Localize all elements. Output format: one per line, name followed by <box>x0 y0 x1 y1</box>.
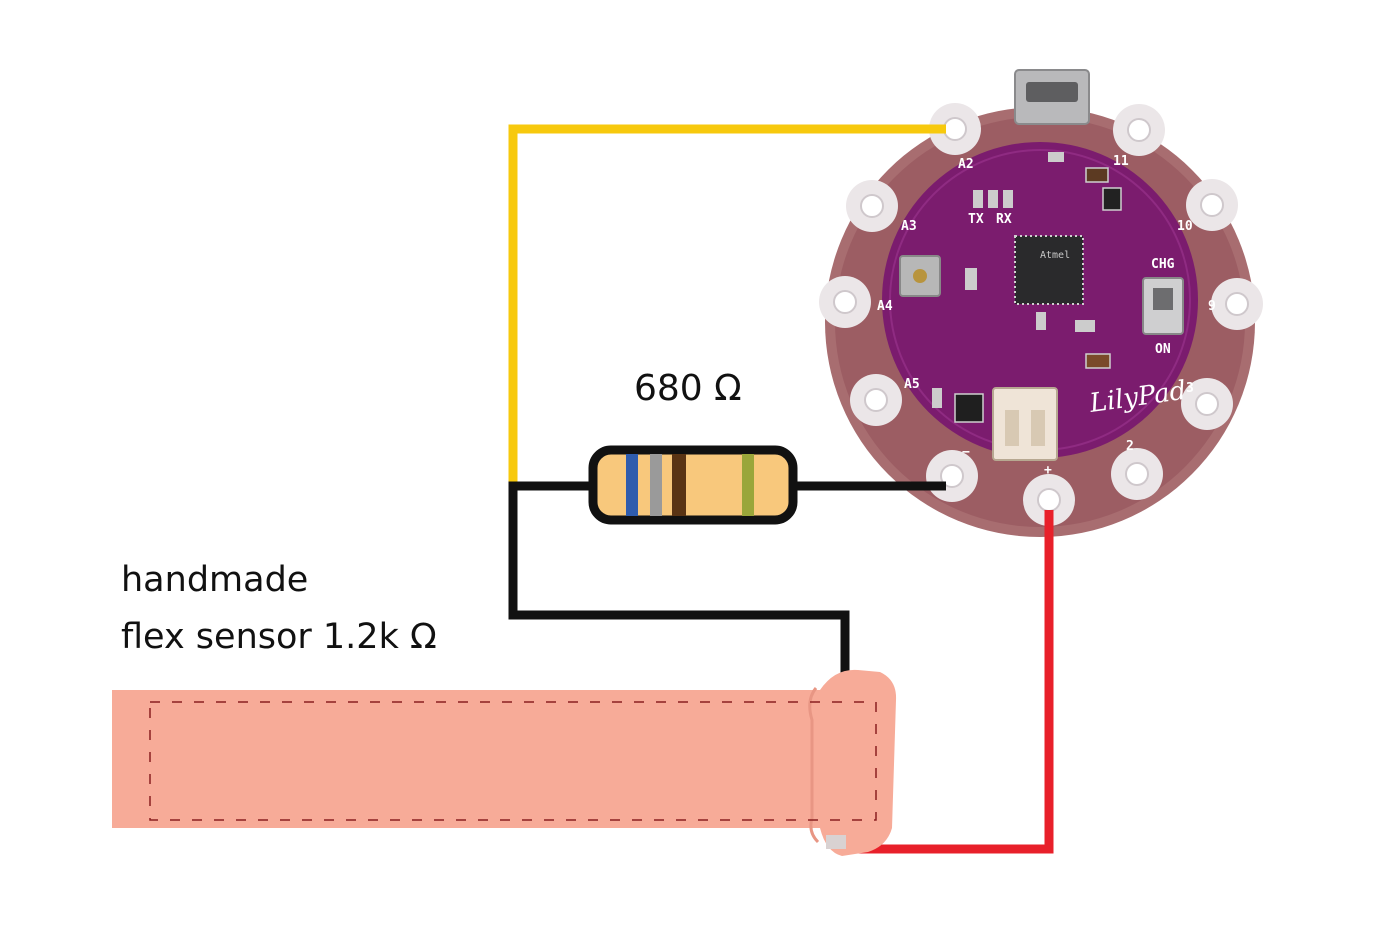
smd-components <box>932 152 1122 423</box>
pin-label-a5: A5 <box>904 377 920 392</box>
petal-10 <box>1186 179 1238 231</box>
power-wire-red <box>845 510 1054 854</box>
petal-minus <box>926 450 978 502</box>
usb-connector <box>1014 69 1090 125</box>
petal-a3 <box>846 180 898 232</box>
petal-3 <box>1181 378 1233 430</box>
resistor-band-1 <box>626 454 638 516</box>
microcontroller-chip: Atmel <box>1014 235 1084 305</box>
petal-a2 <box>929 103 981 155</box>
sensor-name-label: handmade <box>121 560 309 600</box>
pin-label-a3: A3 <box>901 219 917 234</box>
sensor-value-label: flex sensor 1.2k Ω <box>121 617 437 657</box>
flex-sensor <box>112 669 897 856</box>
sensor-contact <box>826 835 846 849</box>
silk-rx: RX <box>996 212 1012 227</box>
board-petals <box>819 103 1263 526</box>
reset-button <box>899 255 941 297</box>
pin-label-10: 10 <box>1177 219 1193 234</box>
pin-label-plus: + <box>1044 463 1052 478</box>
power-switch <box>1142 277 1184 335</box>
petal-a5 <box>850 374 902 426</box>
lilypad-board: Atmel <box>819 69 1263 537</box>
pin-label-a4: A4 <box>877 299 893 314</box>
silk-chg: CHG <box>1151 257 1175 272</box>
resistor-band-4 <box>742 454 754 516</box>
petal-2 <box>1111 448 1163 500</box>
petal-plus <box>1023 474 1075 526</box>
resistor-value-label: 680 Ω <box>634 368 742 409</box>
pin-label-a2: A2 <box>958 157 974 172</box>
resistor-body <box>588 445 798 525</box>
signal-wire-yellow <box>508 124 946 484</box>
pin-label-minus: − <box>962 445 970 460</box>
resistor-680 <box>588 445 798 525</box>
pin-label-9: 9 <box>1208 299 1216 314</box>
resistor-band-2 <box>650 454 662 516</box>
petal-11 <box>1113 104 1165 156</box>
sensor-felt <box>112 669 897 856</box>
pin-label-2: 2 <box>1126 439 1134 454</box>
battery-connector <box>992 387 1058 461</box>
chip-marking: Atmel <box>1040 250 1070 261</box>
sensor-stitching <box>149 701 877 821</box>
petal-a4 <box>819 276 871 328</box>
petal-9 <box>1211 278 1263 330</box>
pin-label-11: 11 <box>1113 154 1129 169</box>
pin-label-3: 3 <box>1186 381 1194 396</box>
silk-tx: TX <box>968 212 984 227</box>
silk-on: ON <box>1155 342 1171 357</box>
resistor-band-3 <box>672 454 686 516</box>
sensor-fold <box>808 687 820 844</box>
